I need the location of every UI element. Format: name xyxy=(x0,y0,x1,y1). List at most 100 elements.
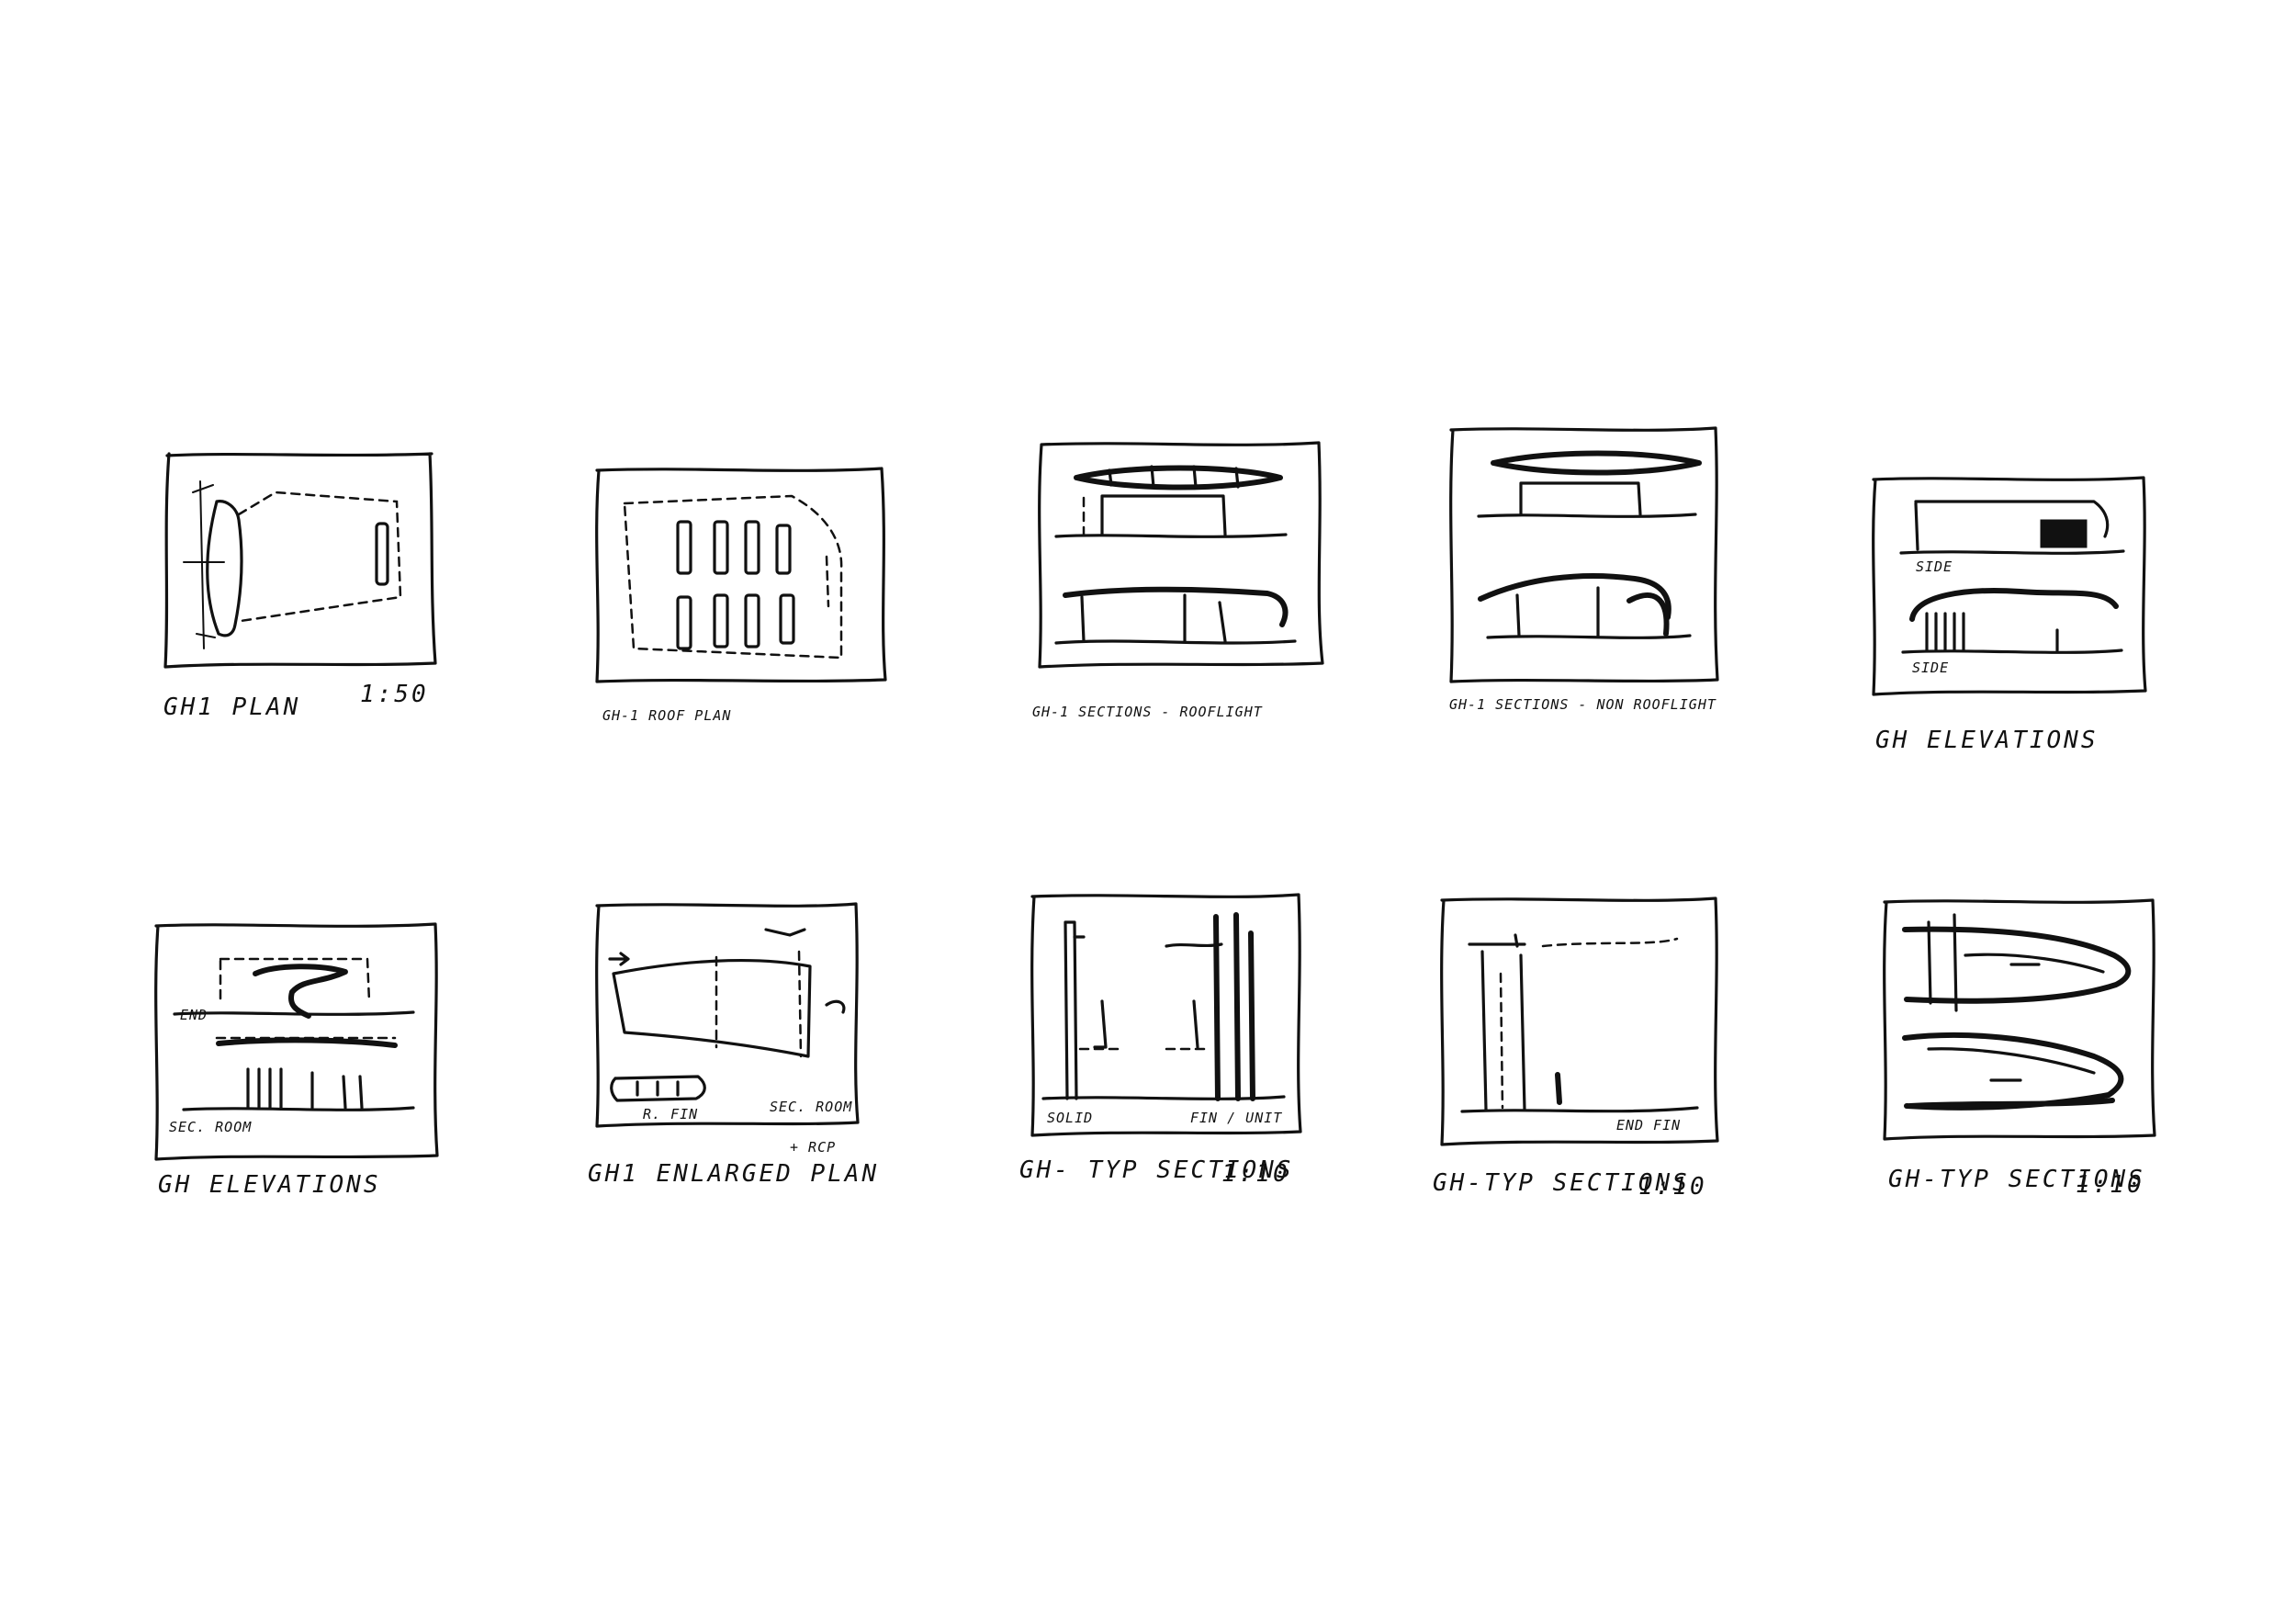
section-roof-dashed xyxy=(1541,937,1679,948)
elevation-roof xyxy=(1914,500,2110,538)
plan-dashed-boundary xyxy=(237,491,402,623)
section-walls xyxy=(1100,494,1227,536)
panel-frame xyxy=(595,467,887,683)
plan-outline xyxy=(206,500,243,637)
panel-gh-elevations-end: END SEC. ROOM GH ELEVATIONS xyxy=(154,922,439,1199)
section-roof-lens xyxy=(1491,450,1702,476)
elevation-roof-curved xyxy=(1909,588,2119,622)
plan-arrow xyxy=(608,952,630,966)
elevation-roof-band xyxy=(216,1037,398,1048)
plan-label: SEC. ROOM xyxy=(770,1099,852,1115)
fin-profile-upper xyxy=(1902,926,2132,1004)
panel-gh-typ-sections-fin-profile: GH-TYP SECTIONS 1:10 xyxy=(1883,898,2156,1199)
panel-gh-typ-sections-solid: SOLID FIN / UNIT GH- TYP SECTIONS 1:10 xyxy=(1019,893,1302,1188)
section-columns xyxy=(1515,586,1600,637)
fin-profile-lower xyxy=(1902,1032,2124,1111)
panel-caption: GH-TYP SECTIONS xyxy=(1433,1169,1690,1197)
section-figure xyxy=(1192,999,1199,1049)
panel-caption: GH- TYP SECTIONS xyxy=(1019,1156,1293,1184)
elevation-label: SIDE xyxy=(1916,558,1953,575)
panel-caption: GH ELEVATIONS xyxy=(158,1171,381,1199)
panel-gh1-sections-rooflight: GH-1 SECTIONS - ROOFLIGHT xyxy=(1032,441,1324,720)
section-columns xyxy=(1080,593,1227,643)
elevation-facade-fins xyxy=(1925,612,2059,652)
plan-label: R. FIN xyxy=(643,1106,698,1122)
fin-profile-base xyxy=(1908,1098,2115,1109)
section-roof-line xyxy=(1165,942,1223,948)
section-ground xyxy=(1486,634,1692,639)
elevation-ground xyxy=(1901,648,2123,654)
plan-gridline xyxy=(183,480,225,649)
panel-frame xyxy=(163,452,437,669)
plan-detail-mark xyxy=(192,484,216,638)
panel-scale: 1:10 xyxy=(1638,1173,1707,1201)
section-ground xyxy=(1477,513,1697,518)
panel-caption: GH1 ENLARGED PLAN xyxy=(588,1160,879,1188)
roof-dashed-outline xyxy=(623,494,843,660)
section-ground xyxy=(1054,639,1297,645)
panel-frame xyxy=(1038,441,1324,669)
section-figure xyxy=(1093,999,1108,1049)
rooflight xyxy=(713,520,729,575)
section-label: END FIN xyxy=(1616,1117,1681,1133)
elevation-ground xyxy=(182,1106,415,1111)
panel-caption: GH1 PLAN xyxy=(163,694,300,721)
panel-gh-typ-sections-end-fin: END FIN GH-TYP SECTIONS 1:10 xyxy=(1433,897,1719,1201)
rooflight xyxy=(775,524,792,575)
fin-profile-inner xyxy=(1927,1047,2096,1082)
elevation-ground xyxy=(173,1010,415,1016)
section-fin-dashed xyxy=(1499,972,1504,1110)
panel-caption: GH-TYP SECTIONS xyxy=(1888,1166,2145,1193)
rooflight xyxy=(779,593,795,645)
section-ground xyxy=(1054,533,1288,538)
panel-caption: GH-1 ROOF PLAN xyxy=(602,707,731,724)
panel-gh1-plan: GH1 PLAN 1:50 xyxy=(163,452,437,721)
panel-frame xyxy=(154,922,439,1161)
section-fin-column xyxy=(1480,950,1526,1111)
section-curved-roof xyxy=(1478,573,1671,620)
section-figure xyxy=(1555,1072,1562,1105)
section-label: SOLID xyxy=(1047,1110,1093,1126)
section-fin-verticals xyxy=(1213,912,1255,1101)
panel-frame xyxy=(1030,893,1302,1137)
panel-scale: 1:10 xyxy=(1221,1160,1290,1188)
panel-caption-extra: + RCP xyxy=(790,1139,836,1156)
section-label: FIN / UNIT xyxy=(1190,1110,1282,1126)
section-walls xyxy=(1519,481,1642,516)
plan-dashed-grid xyxy=(715,950,803,1058)
panel-gh1-enlarged-plan: R. FIN SEC. ROOM GH1 ENLARGED PLAN + RCP xyxy=(588,902,879,1188)
fin-profile-gridline xyxy=(1927,913,2041,1012)
panel-frame xyxy=(595,902,860,1128)
panel-scale: 1:10 xyxy=(2076,1171,2144,1199)
section-curved-roof-outer xyxy=(1626,592,1670,637)
panel-gh1-roof-plan: GH-1 ROOF PLAN xyxy=(595,467,887,724)
plan-detail-callout xyxy=(764,928,846,1014)
elevation-canopy xyxy=(253,964,348,1019)
rooflight xyxy=(676,595,692,650)
section-ground xyxy=(1041,1095,1286,1100)
fin-profile-inner xyxy=(1964,953,2105,974)
section-wall-solid xyxy=(1064,920,1086,1100)
rcp-fin-marks xyxy=(636,1080,680,1097)
section-ground xyxy=(1460,1106,1699,1113)
rcp-fin-outline xyxy=(610,1075,706,1102)
panel-caption: GH-1 SECTIONS - NON ROOFLIGHT xyxy=(1449,696,1716,713)
section-canopy xyxy=(1063,586,1289,627)
panel-caption: GH ELEVATIONS xyxy=(1875,727,2099,754)
panel-gh1-sections-non-rooflight: GH-1 SECTIONS - NON ROOFLIGHT xyxy=(1449,426,1719,713)
elevation-label: SIDE xyxy=(1912,660,1949,676)
rooflight xyxy=(676,520,692,575)
panel-scale: 1:50 xyxy=(360,681,429,708)
panel-caption: GH-1 SECTIONS - ROOFLIGHT xyxy=(1032,704,1263,720)
panel-frame xyxy=(1883,898,2156,1141)
elevation-label: END xyxy=(180,1007,208,1023)
section-roof-divisions xyxy=(1108,465,1240,489)
rooflight xyxy=(744,520,760,575)
panel-frame xyxy=(1449,426,1719,683)
elevation-label: SEC. ROOM xyxy=(169,1119,252,1135)
rooflight xyxy=(713,593,729,648)
panel-frame xyxy=(1440,897,1719,1146)
rooflight xyxy=(744,593,760,648)
panel-gh-elevations-side: SIDE SIDE GH ELEVATIONS xyxy=(1872,476,2147,754)
